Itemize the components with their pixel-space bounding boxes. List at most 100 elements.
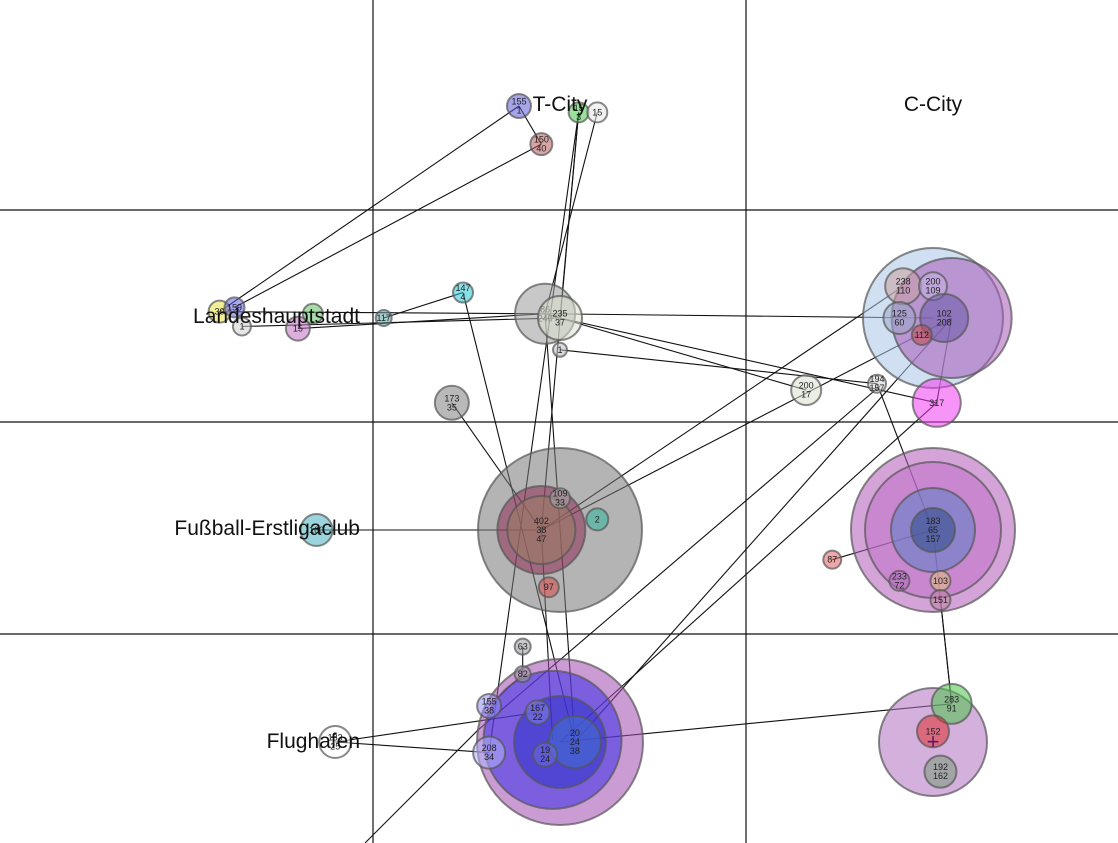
bubble-label: 15 <box>574 103 584 113</box>
bubble-label: 22 <box>533 712 543 722</box>
bubble-label: 102 <box>937 309 952 319</box>
bubble-circle <box>547 715 602 769</box>
bubble-label: 200 <box>799 381 814 391</box>
bubble: 15 <box>284 315 311 342</box>
bubble-label: 37 <box>555 318 565 328</box>
bubble-circle <box>929 588 952 611</box>
bubble-circle <box>513 665 532 684</box>
bubbles: 1551153151504086240235371474117335402384… <box>207 93 1016 826</box>
bubble-circle <box>476 692 503 719</box>
bubble: 2 <box>585 507 610 532</box>
row-label-fussball-erstligaclub: Fußball-Erstligaclub <box>174 517 360 540</box>
bubble-label: 91 <box>947 703 957 713</box>
row-labels: Landeshauptstadt Fußball-Erstligaclub Fl… <box>174 305 360 753</box>
bubble-circle <box>529 132 554 157</box>
bubble-label: 24 <box>540 754 550 764</box>
connection-line <box>234 143 542 308</box>
bubble-label: 103 <box>933 576 948 586</box>
bubble-circle <box>549 487 571 510</box>
bubble-circle <box>867 373 888 394</box>
bubble-circle <box>513 637 532 656</box>
column-label-c-city: C-City <box>904 93 963 116</box>
bubble-label: 38 <box>570 746 580 756</box>
bubble-label: 4 <box>461 292 466 302</box>
bubble-circle <box>374 309 393 327</box>
bubble-label: 167 <box>530 703 545 713</box>
bubble-label: 238 <box>896 277 911 287</box>
bubble-circle <box>506 495 577 565</box>
bubble-label: 87 <box>827 555 837 565</box>
bubble-label: 317 <box>929 398 944 408</box>
bubble-label: 112 <box>915 330 929 340</box>
bubble-label: 109 <box>552 489 567 499</box>
bubble-circle <box>888 569 911 592</box>
bubble-label: 25 <box>330 742 340 752</box>
bubble-circle <box>505 93 532 119</box>
bubble-label: 283 <box>944 694 959 704</box>
bubble-circle <box>524 699 551 726</box>
connection-line <box>383 292 464 319</box>
bubble-label: 97 <box>544 582 554 592</box>
bubble-label: 47 <box>536 534 546 544</box>
bubble-label: 125 <box>892 309 907 319</box>
connection-line <box>544 313 807 391</box>
connection-line <box>335 741 490 754</box>
bubble-label: 72 <box>894 580 904 590</box>
bubble: 82 <box>513 665 532 684</box>
bubble: 151 <box>929 588 952 611</box>
bubble <box>301 302 324 325</box>
bubble-label: 60 <box>894 318 904 328</box>
bubble-label: 35 <box>447 402 457 412</box>
bubble-label: 2 <box>595 514 600 524</box>
bubble-label: 63 <box>518 642 528 652</box>
bubble-label: 208 <box>937 318 952 328</box>
bubble-circle <box>301 302 324 325</box>
bubble-label: 155 <box>511 97 526 107</box>
bubble: 1 <box>231 316 252 337</box>
cross-marker: + <box>927 729 940 754</box>
bubble: 152 <box>916 714 950 749</box>
bubble-label: 65 <box>928 525 938 535</box>
bubble-label: 183 <box>925 516 940 526</box>
connection-line <box>219 105 520 313</box>
connection-line <box>364 729 479 843</box>
row-label-flughafen: Flughafen <box>267 730 360 753</box>
bubble-label: 233 <box>892 571 907 581</box>
bubble-label: 38 <box>484 705 494 715</box>
bubble-circle <box>910 507 956 553</box>
column-labels: T-City C-City <box>533 93 963 116</box>
bubble: 1 <box>552 341 568 358</box>
bubble-label: 15 <box>592 107 602 117</box>
bubble-label: 24 <box>570 737 580 747</box>
bubble-label: 208 <box>482 743 497 753</box>
bubble-circle <box>923 754 958 789</box>
bubble-label: 110 <box>896 286 910 296</box>
bubble-label: 155 <box>482 696 497 706</box>
bubble-label: 194 <box>870 374 885 384</box>
bubble: 87 <box>822 549 843 570</box>
bubble: 117 <box>374 309 393 327</box>
bubble-label: 147 <box>456 283 471 293</box>
bubble-label: 157 <box>925 534 940 544</box>
connection-line <box>297 313 546 330</box>
bubble: 159 <box>223 296 246 319</box>
bubble-label: 38 <box>536 525 546 535</box>
bubble: 103 <box>929 569 952 592</box>
bubble-label: 159 <box>227 302 242 312</box>
bubble-circle <box>911 377 962 428</box>
bubble: 112 <box>910 323 933 346</box>
bubble-label: 34 <box>484 752 494 762</box>
bubble-label: 150 <box>534 135 549 145</box>
